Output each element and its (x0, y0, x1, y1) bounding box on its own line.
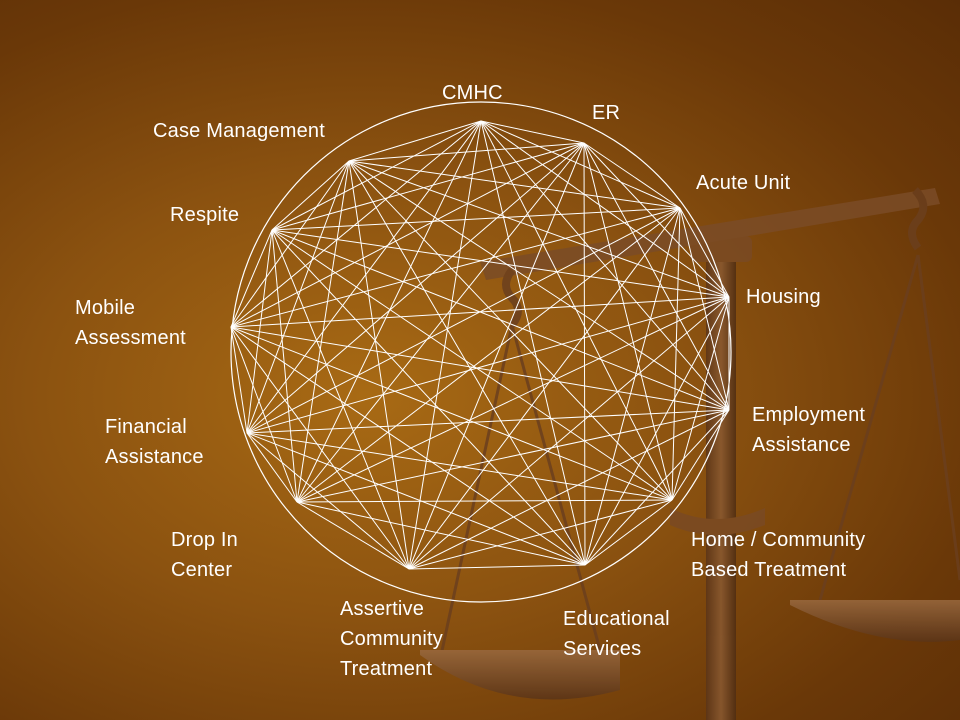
connection-line (246, 409, 730, 434)
connection-line (230, 326, 673, 501)
network-circle (230, 101, 732, 603)
connection-line (348, 160, 673, 501)
connection-line (348, 160, 730, 411)
node-label-housing: Housing (746, 286, 821, 308)
connection-line (348, 142, 585, 162)
connection-line (408, 120, 482, 570)
connection-line (679, 207, 730, 298)
connection-line (348, 160, 410, 570)
connection-line (230, 160, 350, 328)
node-label-er: ER (592, 102, 621, 124)
connection-line (583, 142, 730, 411)
node-label-acute-unit: Acute Unit (696, 172, 791, 194)
connection-line (584, 499, 673, 566)
connection-line (246, 207, 681, 434)
connection-line (671, 207, 681, 501)
connection-line (246, 142, 585, 434)
connection-line (408, 296, 730, 570)
connection-line (296, 120, 482, 503)
connection-line (230, 326, 248, 434)
connection-line (230, 207, 681, 328)
connection-line (246, 432, 673, 501)
connection-line (271, 229, 586, 566)
network-connections (230, 120, 730, 570)
connection-line (296, 160, 350, 503)
connection-line (271, 229, 410, 570)
connection-line (230, 326, 410, 570)
connection-line (230, 120, 482, 328)
connection-line (408, 409, 730, 570)
connection-line (480, 120, 586, 566)
node-label-employment-assistance: Employment Assistance (752, 404, 866, 456)
connection-line (271, 229, 673, 501)
node-label-educational-services: Educational Services (563, 608, 670, 660)
connection-line (408, 207, 681, 570)
node-label-respite: Respite (170, 204, 240, 226)
connection-line (230, 326, 586, 566)
connection-line (348, 120, 482, 162)
connection-line (271, 120, 482, 231)
connection-line (480, 120, 730, 298)
node-label-mobile-assessment: Mobile Assessment (75, 297, 186, 349)
connection-line (480, 120, 585, 144)
connection-line (271, 229, 298, 503)
connection-line (271, 160, 350, 231)
connection-line (296, 501, 586, 566)
node-label-drop-in-center: Drop In Center (171, 529, 238, 581)
connection-line (246, 229, 273, 434)
connection-line (348, 160, 586, 566)
connection-line (296, 409, 730, 503)
connection-line (296, 499, 673, 503)
connection-line (584, 296, 730, 566)
connection-line (271, 229, 730, 298)
connection-line (246, 296, 730, 434)
connection-line (408, 564, 586, 570)
connection-line (230, 326, 298, 503)
connection-line (246, 432, 298, 503)
connection-line (584, 409, 730, 566)
connection-line (584, 207, 681, 566)
connection-line (246, 160, 350, 434)
node-label-home-community-treatment: Home / Community Based Treatment (691, 529, 866, 581)
connection-line (246, 120, 482, 434)
connection-line (296, 142, 585, 503)
scales-of-justice-icon (420, 187, 960, 720)
node-label-case-management: Case Management (153, 120, 325, 142)
connection-line (230, 229, 273, 328)
connection-line (408, 142, 585, 570)
connection-line (583, 142, 681, 209)
node-label-cmhc: CMHC (442, 82, 503, 104)
connection-line (583, 142, 673, 501)
connection-line (296, 501, 410, 570)
node-label-financial-assistance: Financial Assistance (105, 416, 204, 468)
connection-line (583, 142, 586, 566)
connection-line (348, 160, 730, 298)
connection-line (480, 120, 681, 209)
connection-line (246, 432, 586, 566)
connection-line (271, 142, 585, 231)
connection-line (230, 142, 585, 328)
connection-line (271, 207, 681, 231)
connection-line (671, 409, 730, 501)
connection-line (296, 296, 730, 503)
node-label-assertive-community-treatment: Assertive Community Treatment (340, 598, 443, 680)
connection-line (348, 160, 681, 209)
connection-line (230, 326, 730, 411)
connection-line (246, 432, 410, 570)
